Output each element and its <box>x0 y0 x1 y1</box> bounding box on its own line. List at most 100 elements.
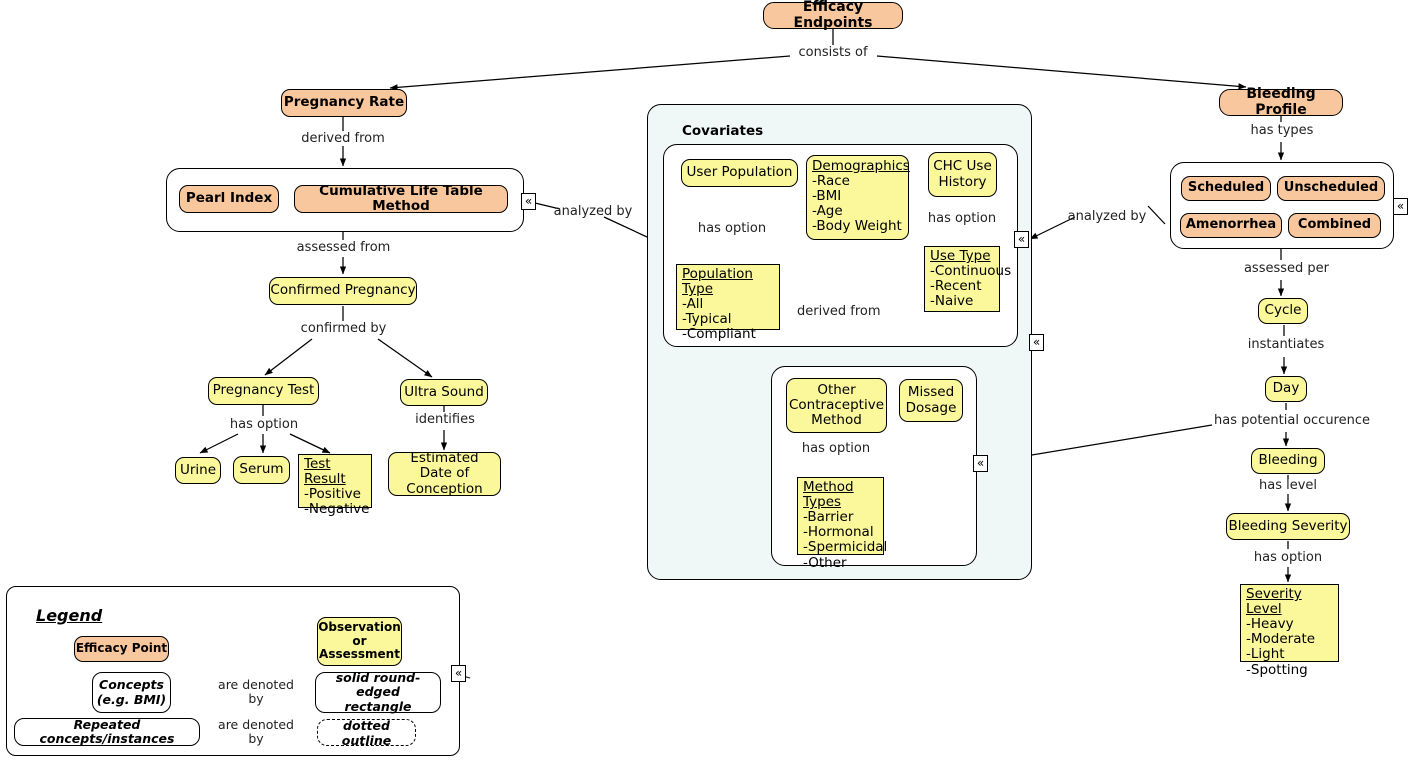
legend-repeated-concepts-sample: Repeated concepts/instances <box>14 717 200 746</box>
node-chc-use-history[interactable]: CHC Use History <box>928 152 997 197</box>
node-label: Amenorrhea <box>1185 217 1277 233</box>
edge-label-has-option-user-population: has option <box>697 221 767 236</box>
node-cycle[interactable]: Cycle <box>1258 298 1308 324</box>
enum-header: Test Result <box>304 456 346 488</box>
edge-label-analyzed-by-left: analyzed by <box>553 204 633 219</box>
node-ultra-sound[interactable]: Ultra Sound <box>400 379 488 406</box>
node-cumulative-life-table-method[interactable]: Cumulative Life Table Method <box>294 182 508 214</box>
node-pearl-index[interactable]: Pearl Index <box>179 185 279 213</box>
node-other-contraceptive-method[interactable]: Other Contraceptive Method <box>786 378 887 433</box>
legend-denoted-by-1: are denoted by <box>216 677 296 707</box>
enum-item: -Other <box>803 554 847 571</box>
node-label: Combined <box>1297 217 1372 233</box>
enum-test-result[interactable]: Test Result -Positive -Negative <box>298 454 372 517</box>
legend-denoted-by-2: are denoted by <box>216 717 296 747</box>
enum-severity-level[interactable]: Severity Level -Heavy -Moderate -Light -… <box>1240 584 1339 677</box>
node-unscheduled[interactable]: Unscheduled <box>1277 176 1385 201</box>
node-label: Unscheduled <box>1283 180 1379 196</box>
node-label: Day <box>1272 380 1300 397</box>
legend-label: are denoted by <box>218 677 294 707</box>
node-bleeding-severity[interactable]: Bleeding Severity <box>1226 513 1350 540</box>
repeated-concept-marker-covariates-upper: « <box>1014 231 1029 248</box>
node-label: Bleeding Severity <box>1228 517 1348 534</box>
legend-observation-sample: Observation or Assessment <box>317 617 402 666</box>
node-label: Pregnancy Rate <box>283 94 405 111</box>
node-bleeding-profile[interactable]: Bleeding Profile <box>1219 85 1343 118</box>
legend-label: Concepts (e.g. BMI) <box>96 677 167 707</box>
node-label: User Population <box>686 164 793 181</box>
enum-population-type[interactable]: Population Type -All -Typical -Compliant <box>676 264 780 342</box>
node-user-population[interactable]: User Population <box>681 159 798 187</box>
edge-label-confirmed-by: confirmed by <box>300 321 387 336</box>
node-label: Efficacy Endpoints <box>793 0 873 31</box>
legend-label: are denoted by <box>218 717 294 747</box>
edge-label-analyzed-by-right: analyzed by <box>1067 209 1147 224</box>
node-bleeding[interactable]: Bleeding <box>1251 448 1325 474</box>
node-confirmed-pregnancy[interactable]: Confirmed Pregnancy <box>269 277 417 305</box>
node-label: Urine <box>179 461 217 478</box>
edge-label-text: derived from <box>797 304 881 319</box>
node-amenorrhea[interactable]: Amenorrhea <box>1180 213 1282 238</box>
lane-title-covariates: Covariates <box>682 123 764 139</box>
node-label: Estimated Date of Conception <box>406 450 483 497</box>
node-demographics[interactable]: Demographics -Race -BMI -Age -Body Weigh… <box>806 155 910 240</box>
legend-label-line1: solid round-edged <box>335 669 421 700</box>
enum-item: -Positive <box>304 486 361 503</box>
edge-label-has-level: has level <box>1258 478 1318 493</box>
enum-use-type[interactable]: Use Type -Continuous -Recent -Naive <box>924 246 1011 312</box>
node-missed-dosage[interactable]: Missed Dosage <box>899 379 963 422</box>
enum-method-types[interactable]: Method Types -Barrier -Hormonal -Spermic… <box>797 477 888 570</box>
edge-label-has-option-method: has option <box>801 441 871 456</box>
edge-label-has-types: has types <box>1250 123 1314 138</box>
edge-label-derived-from-covariates: derived from <box>797 304 881 320</box>
node-label: CHC Use History <box>933 158 992 190</box>
enum-item: -Light <box>1246 646 1285 663</box>
enum-item: -BMI <box>812 188 842 205</box>
enum-header: Method Types <box>803 479 854 511</box>
legend-solid-rect-sample: solid round-edged rectangle <box>315 669 441 714</box>
node-estimated-date-of-conception[interactable]: Estimated Date of Conception <box>388 450 501 497</box>
legend-dotted-outline-sample: dotted outline <box>317 718 416 748</box>
enum-item: -Compliant <box>682 326 756 343</box>
node-label: Cumulative Life Table Method <box>319 182 483 214</box>
node-combined[interactable]: Combined <box>1288 213 1381 238</box>
enum-item: -Spermicidal <box>803 539 888 556</box>
edge-label-instantiates: instantiates <box>1247 337 1325 352</box>
node-pregnancy-rate[interactable]: Pregnancy Rate <box>281 89 407 117</box>
enum-header: Demographics <box>812 158 910 174</box>
node-efficacy-endpoints[interactable]: Efficacy Endpoints <box>763 0 903 31</box>
node-label: Scheduled <box>1187 180 1265 196</box>
node-day[interactable]: Day <box>1265 376 1307 402</box>
node-serum[interactable]: Serum <box>233 456 290 484</box>
repeated-concept-marker-bleeding-types: « <box>1393 198 1408 215</box>
edge-label-identifies: identifies <box>415 412 475 427</box>
enum-item: -Negative <box>304 501 370 518</box>
node-label: Missed Dosage <box>905 384 957 416</box>
enum-item: -Age <box>812 203 843 220</box>
repeated-concept-marker-covariates-lane: « <box>1029 334 1044 351</box>
repeated-concept-marker-methods: « <box>521 193 536 210</box>
node-scheduled[interactable]: Scheduled <box>1181 176 1271 201</box>
legend-efficacy-point-sample: Efficacy Point <box>74 636 169 662</box>
edge-label-assessed-per: assessed per <box>1243 261 1330 276</box>
node-pregnancy-test[interactable]: Pregnancy Test <box>208 377 319 405</box>
node-label: Pearl Index <box>185 190 273 207</box>
node-label: Bleeding <box>1258 452 1318 469</box>
repeated-concept-marker-covariates-lower: « <box>973 455 988 472</box>
node-label: Other Contraceptive Method <box>789 381 884 429</box>
edge-label-has-potential-occurence: has potential occurence <box>1214 413 1370 428</box>
legend-concepts-sample: Concepts (e.g. BMI) <box>92 672 171 713</box>
enum-header: Severity Level <box>1246 586 1302 618</box>
edge-label-assessed-from: assessed from <box>296 240 391 255</box>
node-label: Bleeding Profile <box>1246 85 1316 118</box>
legend-label-line2: rectangle <box>344 698 412 714</box>
enum-item: -Typical <box>682 311 732 328</box>
enum-item: -Spotting <box>1246 661 1308 678</box>
enum-header: Use Type <box>930 248 991 264</box>
legend-label-line2: (e.g. BMI) <box>96 691 167 707</box>
enum-item: -Recent <box>930 278 982 295</box>
enum-item: -Body Weight <box>812 218 902 235</box>
node-label: Cycle <box>1264 302 1302 319</box>
node-urine[interactable]: Urine <box>175 457 221 484</box>
